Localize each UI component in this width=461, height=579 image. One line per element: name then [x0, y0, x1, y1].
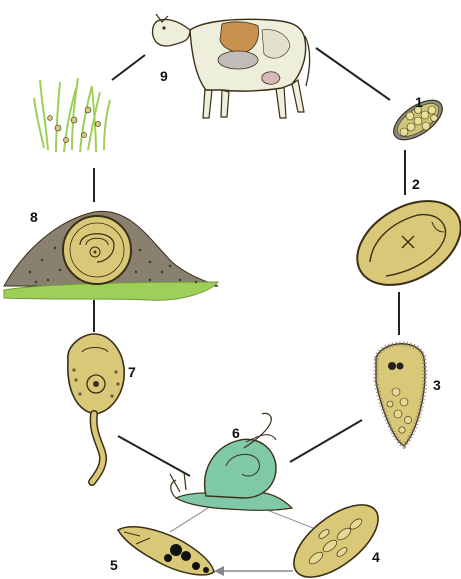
stage-label-4: 4 [372, 549, 380, 565]
stage-label-6: 6 [232, 425, 240, 441]
stage-label-8: 8 [30, 209, 38, 225]
connector-miracidium-snail [290, 420, 362, 462]
cow-illustration [153, 14, 310, 118]
sporocyst-illustration [282, 491, 390, 579]
stage-label-3: 3 [433, 377, 441, 393]
cercaria-illustration [68, 334, 124, 482]
connector-cow-grass [112, 55, 145, 80]
connector-cow-egg [316, 48, 390, 100]
stage-label-5: 5 [110, 557, 118, 573]
connector-cercaria-snail [118, 436, 190, 476]
snail-illustration [170, 413, 292, 510]
stage-label-7: 7 [128, 364, 136, 380]
miracidium-illustration [376, 344, 425, 446]
stage-label-1: 1 [415, 94, 423, 110]
embryonated-egg-illustration [343, 184, 461, 302]
stage-label-9: 9 [160, 68, 168, 84]
redia-illustration [118, 527, 214, 575]
connector-snail-redia [170, 508, 208, 532]
connector-snail-sporocyst [262, 508, 318, 530]
arrowhead-left [214, 566, 224, 576]
grass-illustration [34, 78, 110, 152]
stage-label-2: 2 [412, 176, 420, 192]
